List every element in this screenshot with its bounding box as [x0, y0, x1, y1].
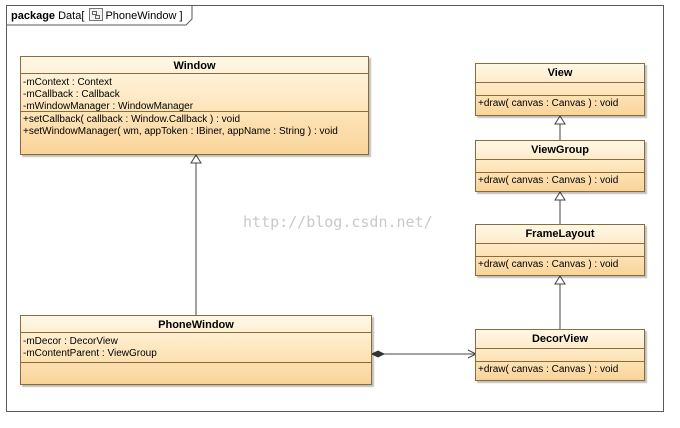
operation: +draw( canvas : Canvas ) : void: [478, 98, 619, 109]
class-view[interactable]: View +draw( canvas : Canvas ) : void: [475, 63, 645, 116]
attributes-compartment: [476, 82, 644, 95]
diagram-name: PhoneWindow: [105, 10, 177, 22]
class-name: FrameLayout: [525, 228, 595, 240]
operation: +draw( canvas : Canvas ) : void: [478, 364, 619, 375]
operation: +draw( canvas : Canvas ) : void: [478, 175, 619, 186]
operations-compartment: +draw( canvas : Canvas ) : void: [476, 361, 644, 379]
operations-compartment: +draw( canvas : Canvas ) : void: [476, 172, 644, 190]
operation: +setCallback( callback : Window.Callback…: [23, 114, 241, 125]
package-name: Data: [58, 10, 82, 22]
operations-compartment: +draw( canvas : Canvas ) : void: [476, 95, 644, 113]
class-diagram-icon: [89, 8, 104, 21]
attribute: -mWindowManager : WindowManager: [23, 101, 194, 112]
attribute: -mContentParent : ViewGroup: [23, 348, 157, 359]
generalization-arrowhead: [554, 191, 566, 201]
generalization-arrowhead: [190, 154, 202, 164]
class-name: DecorView: [531, 333, 589, 345]
operations-compartment: [21, 362, 371, 368]
generalization-arrowhead: [554, 115, 566, 125]
attributes-compartment: [476, 348, 644, 361]
class-window[interactable]: Window -mContext : Context -mCallback : …: [20, 56, 369, 155]
package-keyword: package: [11, 10, 56, 22]
attribute: -mCallback : Callback: [23, 89, 120, 100]
class-viewgroup[interactable]: ViewGroup +draw( canvas : Canvas ) : voi…: [475, 140, 645, 192]
class-name: ViewGroup: [531, 144, 589, 156]
class-framelayout[interactable]: FrameLayout +draw( canvas : Canvas ) : v…: [475, 224, 645, 276]
class-decorview[interactable]: DecorView +draw( canvas : Canvas ) : voi…: [475, 329, 645, 381]
package-tab-outline: [6, 5, 193, 26]
attributes-compartment: -mDecor : DecorView -mContentParent : Vi…: [21, 332, 371, 362]
generalization-arrowhead: [554, 275, 566, 285]
attributes-compartment: -mContext : Context -mCallback : Callbac…: [21, 73, 368, 112]
operation: +draw( canvas : Canvas ) : void: [478, 259, 619, 270]
class-name: PhoneWindow: [158, 319, 234, 331]
attributes-compartment: [476, 159, 644, 172]
watermark: http://blog.csdn.net/: [243, 213, 433, 231]
package-label: package Data[ PhoneWindow ]: [11, 8, 183, 22]
class-phonewindow[interactable]: PhoneWindow -mDecor : DecorView -mConten…: [20, 315, 372, 385]
class-name: View: [547, 67, 573, 79]
bracket-close: ]: [179, 10, 183, 22]
operation: +setWindowManager( wm, appToken : IBiner…: [23, 126, 338, 137]
operations-compartment: +draw( canvas : Canvas ) : void: [476, 256, 644, 274]
operations-compartment: +setCallback( callback : Window.Callback…: [21, 111, 368, 141]
class-name: Window: [173, 60, 216, 72]
composition-diamond: [370, 350, 386, 358]
package-tab: package Data[ PhoneWindow ]: [6, 5, 193, 26]
attribute: -mContext : Context: [23, 77, 112, 88]
attribute: -mDecor : DecorView: [23, 336, 118, 347]
bracket-open: [: [81, 10, 85, 22]
attributes-compartment: [476, 243, 644, 256]
